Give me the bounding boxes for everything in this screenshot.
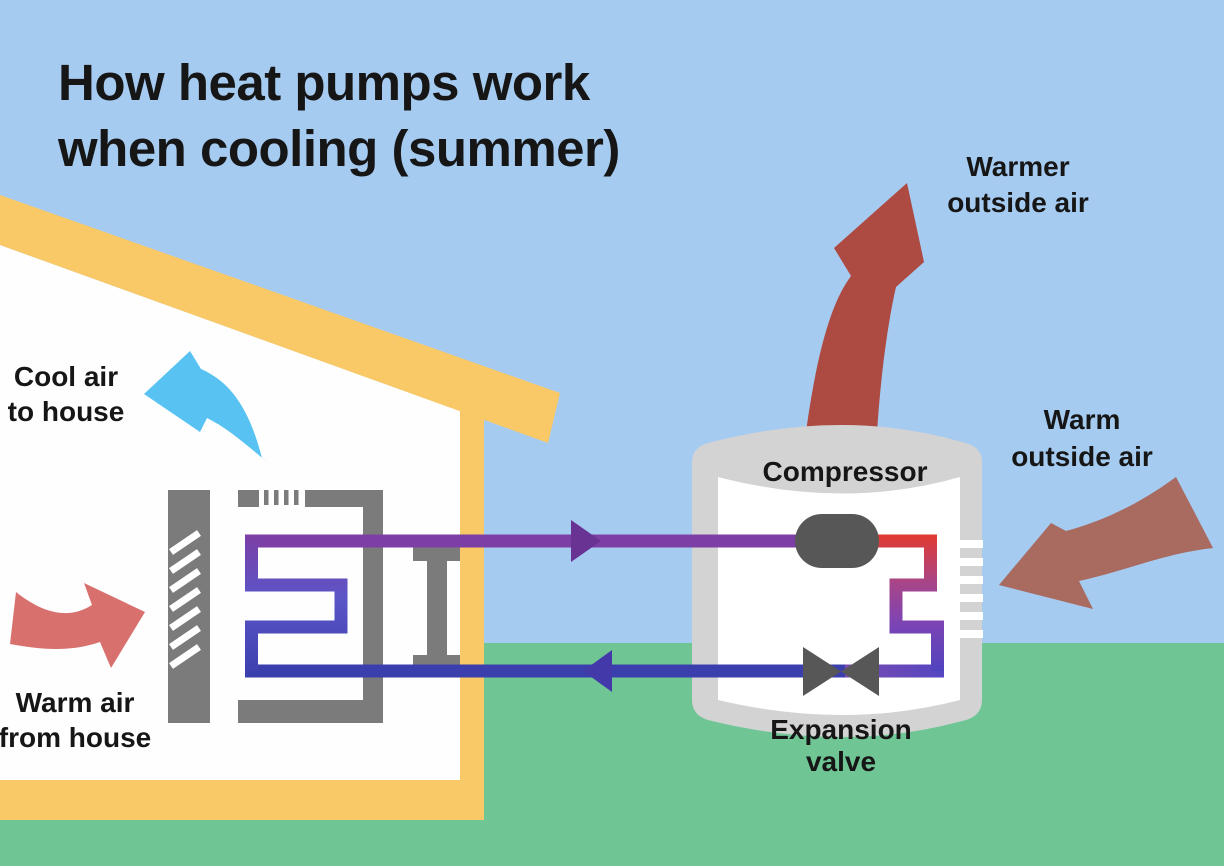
label-warmer-outside-air: outside air xyxy=(947,187,1089,218)
fin-line xyxy=(950,612,983,620)
label-warm-outside-air: outside air xyxy=(1011,441,1153,472)
hatch-line xyxy=(169,549,201,574)
label-warm-outside-air: Warm xyxy=(1044,404,1121,435)
house-roof xyxy=(0,195,560,443)
label-cool-air: to house xyxy=(8,396,125,427)
indoor-unit-right-bar xyxy=(363,490,383,723)
vent-hatch-lines xyxy=(169,530,201,669)
fin-line xyxy=(950,558,983,566)
hatch-line xyxy=(169,568,201,593)
outdoor-coil xyxy=(862,534,944,671)
indoor-coil xyxy=(245,541,348,671)
outdoor-unit-fins xyxy=(950,540,983,638)
cool-air-arrow-icon xyxy=(144,351,286,477)
valve-left-triangle xyxy=(803,647,841,696)
house-wall xyxy=(460,405,484,820)
hatch-line xyxy=(169,606,201,631)
label-expansion-valve: Expansion xyxy=(770,714,912,745)
warm-outside-air-arrow-icon xyxy=(999,477,1213,609)
slot-tick xyxy=(294,490,299,505)
page-title: How heat pumps work xyxy=(58,54,591,111)
hatch-line xyxy=(169,625,201,650)
valve-right-triangle xyxy=(841,647,879,696)
label-warm-air: from house xyxy=(0,722,151,753)
label-warmer-outside-air: Warmer xyxy=(966,151,1069,182)
hatch-line xyxy=(169,530,201,555)
page-title: when cooling (summer) xyxy=(57,120,620,177)
indoor-unit-flange xyxy=(427,547,447,669)
label-cool-air: Cool air xyxy=(14,361,118,392)
indoor-unit-bottom-bar xyxy=(238,700,383,723)
fin-line xyxy=(950,576,983,584)
slot-tick xyxy=(274,490,279,505)
hatch-line xyxy=(169,587,201,612)
label-expansion-valve: valve xyxy=(806,746,876,777)
compressor-shape xyxy=(795,514,879,568)
indoor-unit-top-bar xyxy=(238,490,259,507)
label-warm-air: Warm air xyxy=(16,687,135,718)
fin-line xyxy=(950,594,983,602)
fin-line xyxy=(950,540,983,548)
slot-tick xyxy=(264,490,269,505)
refrigerant-loop xyxy=(245,520,944,692)
flow-arrow-left-icon xyxy=(583,650,612,692)
outdoor-unit-panel xyxy=(718,477,960,715)
indoor-unit-top-slots xyxy=(264,490,299,505)
fin-line xyxy=(950,630,983,638)
flow-arrow-right-icon xyxy=(571,520,601,562)
warm-air-from-house-arrow-icon xyxy=(10,583,145,668)
slot-tick xyxy=(284,490,289,505)
hatch-line xyxy=(169,644,201,669)
expansion-valve-shape xyxy=(803,647,879,696)
label-compressor: Compressor xyxy=(763,456,928,487)
indoor-unit xyxy=(168,490,460,723)
warmer-outside-air-arrow-icon xyxy=(806,183,924,432)
house-floor xyxy=(0,780,484,820)
